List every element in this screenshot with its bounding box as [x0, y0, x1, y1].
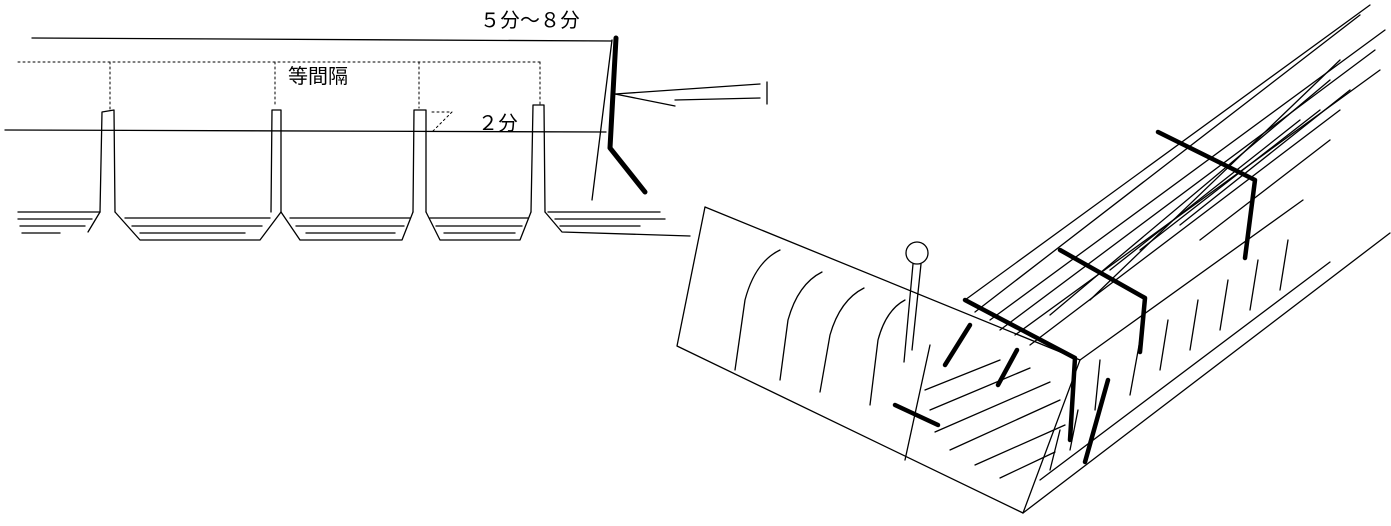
vertical-posts — [99, 104, 546, 213]
bold-marks — [892, 129, 1258, 465]
depth-range-label: ５分〜８分 — [480, 8, 580, 32]
two-bu-label: ２分 — [478, 111, 518, 135]
face-divider — [904, 344, 931, 461]
top-reference-line — [31, 37, 613, 42]
top-diagonals — [964, 4, 1386, 346]
depth-reference-line — [4, 129, 607, 133]
equal-spacing-label: 等間隔 — [288, 64, 348, 88]
side-grain — [1049, 239, 1289, 471]
spacing-dotted-guides — [17, 61, 543, 133]
grain-arcs — [734, 249, 906, 406]
hatched-end — [924, 359, 1066, 479]
marking-pin — [903, 241, 929, 363]
timber-block — [676, 199, 1391, 514]
bottom-strips — [17, 211, 691, 241]
chisel-tool — [591, 35, 768, 201]
